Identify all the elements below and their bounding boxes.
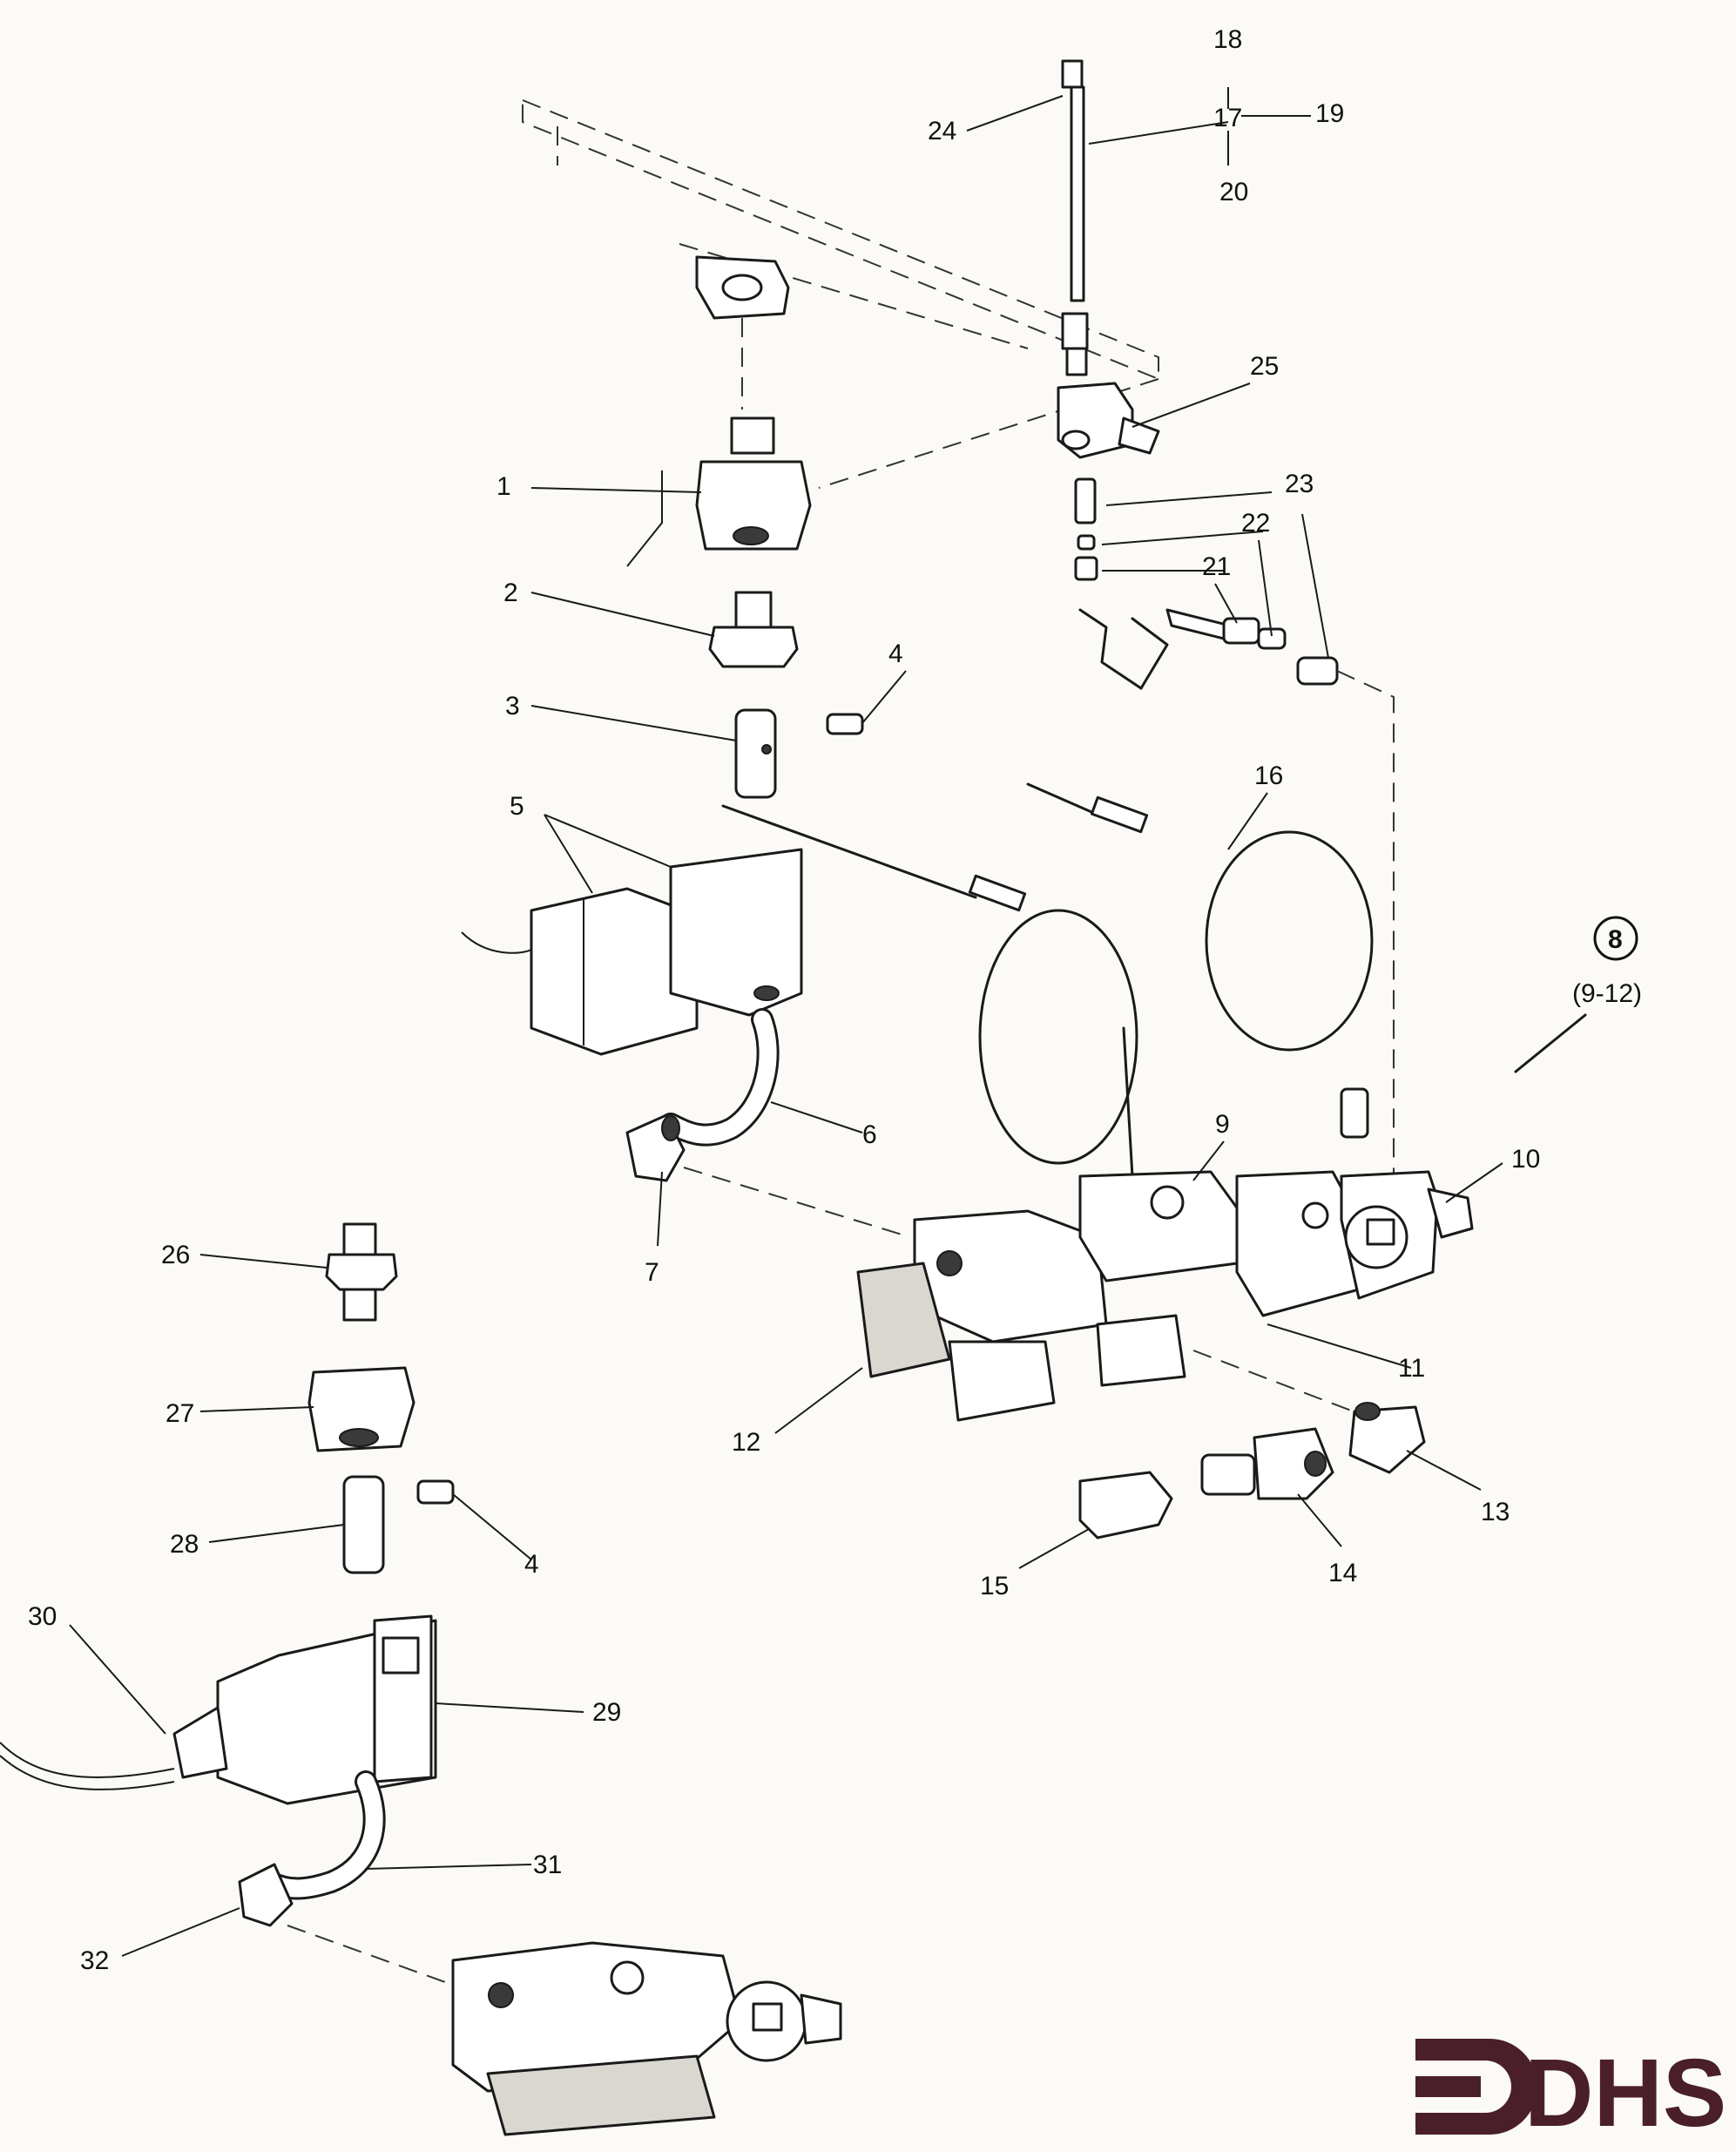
set-screw-upper — [826, 713, 864, 735]
callout-20: 20 — [1219, 178, 1248, 206]
sleeve — [1078, 1471, 1173, 1540]
set-screw-lower — [416, 1479, 455, 1505]
lower-flex-tube — [259, 1770, 386, 1900]
gas-valve-assembly — [683, 1167, 1474, 1422]
flex-tube — [659, 1008, 780, 1147]
solenoid-coil — [461, 848, 803, 1056]
callout-6: 6 — [862, 1120, 877, 1149]
pilot-tube — [1061, 59, 1089, 376]
callout-16: 16 — [1254, 761, 1283, 790]
callout-23: 23 — [1285, 470, 1314, 498]
lower-coupling — [342, 1475, 385, 1574]
thermocouple-left — [721, 804, 1138, 1178]
dhs-logo-mark — [1415, 2039, 1537, 2135]
callout-32: 32 — [80, 1946, 109, 1975]
callout-30: 30 — [28, 1602, 57, 1631]
leader-lines — [69, 87, 1587, 1957]
dhs-logo-text: DHS — [1524, 2040, 1726, 2147]
callout-22: 22 — [1241, 509, 1270, 538]
callout-1: 1 — [496, 472, 511, 501]
lower-gas-valve — [451, 1941, 842, 2136]
pilot-orifice-assembly — [1078, 608, 1395, 1220]
callout-labels: 1 2 3 4 5 6 7 9 10 11 12 13 14 15 16 17 … — [28, 25, 1642, 1975]
callout-2: 2 — [503, 579, 518, 607]
lower-solenoid — [0, 1614, 437, 1805]
callout-8-circle — [1593, 916, 1638, 961]
callout-8-subrange: (9-12) — [1572, 979, 1642, 1008]
union-nut — [307, 1366, 415, 1452]
small-fittings-stack — [1074, 477, 1098, 581]
coupling — [734, 708, 777, 799]
callout-15: 15 — [980, 1572, 1009, 1600]
callout-4-lower: 4 — [524, 1550, 539, 1579]
end-cap — [1348, 1402, 1426, 1474]
union-fitting — [695, 416, 812, 551]
callout-3: 3 — [505, 692, 520, 721]
callout-25: 25 — [1250, 352, 1279, 381]
hex-nipple — [708, 591, 799, 668]
callout-18: 18 — [1213, 25, 1242, 54]
callout-12: 12 — [732, 1428, 760, 1457]
callout-31: 31 — [533, 1851, 562, 1879]
callout-10: 10 — [1511, 1145, 1540, 1174]
elbow-fitting — [625, 1113, 686, 1182]
callout-17: 17 — [1213, 104, 1242, 132]
callout-14: 14 — [1328, 1559, 1357, 1587]
callout-29: 29 — [592, 1698, 621, 1727]
nipple-fitting — [325, 1222, 398, 1322]
callout-11: 11 — [1398, 1354, 1425, 1383]
callout-13: 13 — [1481, 1498, 1510, 1526]
lower-elbow — [238, 1863, 458, 1987]
dhs-logo: DHS — [1415, 2039, 1726, 2147]
callout-27: 27 — [165, 1399, 194, 1428]
tee-fitting — [1057, 382, 1160, 459]
callout-26: 26 — [161, 1241, 190, 1269]
callout-4-upper: 4 — [888, 640, 903, 668]
callout-7: 7 — [645, 1258, 659, 1287]
adapter-fitting — [1200, 1427, 1334, 1500]
callout-8: 8 — [1608, 925, 1623, 954]
callout-21: 21 — [1202, 552, 1231, 581]
bracket-plate — [695, 255, 790, 409]
callout-5: 5 — [510, 792, 524, 821]
callout-24: 24 — [928, 117, 956, 145]
thermocouple-right — [1026, 782, 1374, 1139]
callout-9: 9 — [1215, 1110, 1230, 1139]
callout-28: 28 — [170, 1530, 199, 1559]
callout-19: 19 — [1315, 99, 1344, 128]
